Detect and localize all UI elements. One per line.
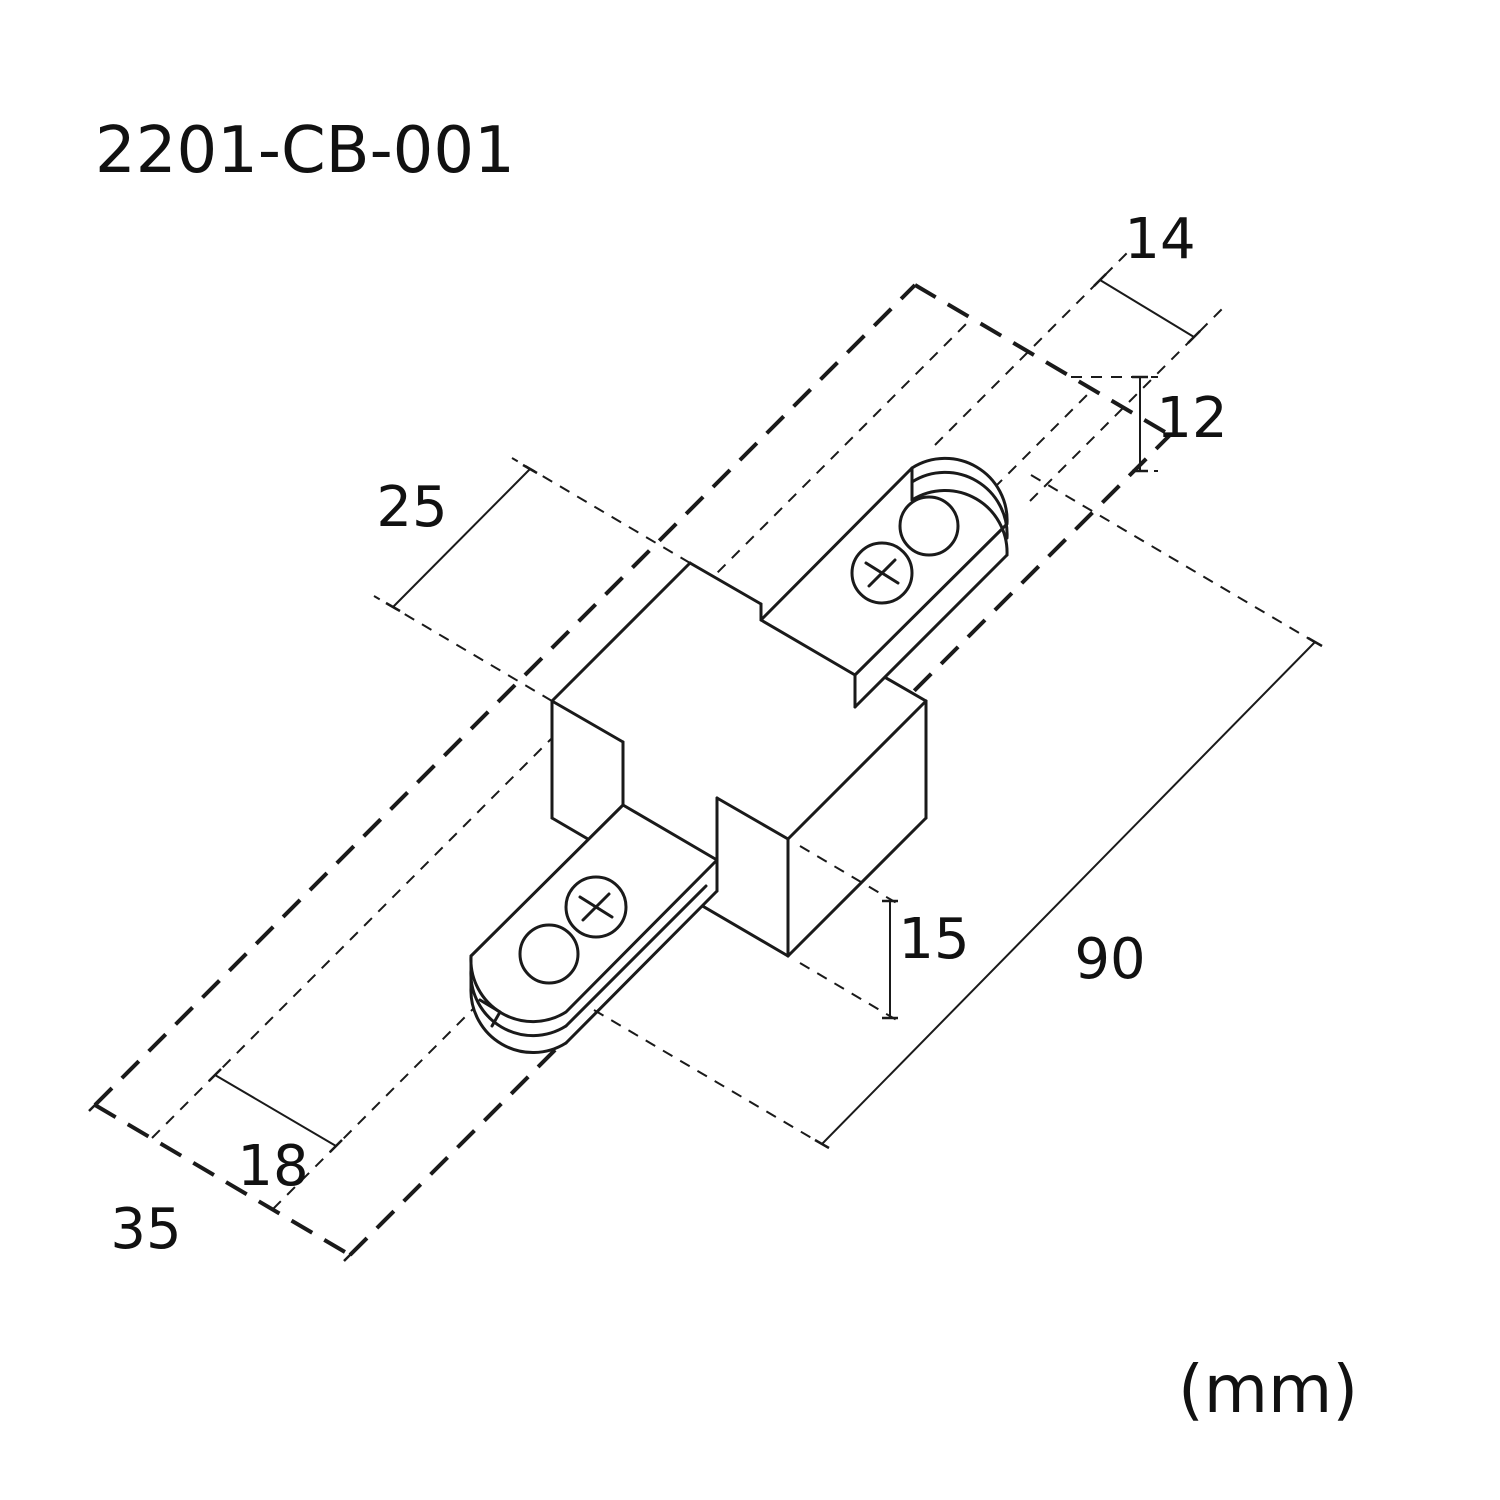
dimension-lines <box>88 273 1323 1262</box>
dim-label-track-end-height: 12 <box>1156 386 1227 451</box>
dim-label-overall-length: 90 <box>1074 927 1145 992</box>
connector-body <box>550 561 928 958</box>
dim-label-body-length: 25 <box>376 475 447 540</box>
unit-label: (mm) <box>1178 1351 1358 1428</box>
lower-contact-plate <box>469 803 719 1054</box>
dim-label-slot-width: 18 <box>237 1134 308 1199</box>
contact-hole <box>518 923 580 985</box>
dim-label-track-width: 35 <box>110 1197 181 1262</box>
dim-label-track-end-width: 14 <box>1124 207 1195 272</box>
dim-label-body-height: 15 <box>898 907 969 972</box>
upper-contact-plate <box>759 456 1009 709</box>
part-number-label: 2201-CB-001 <box>95 114 515 188</box>
contact-hole <box>898 495 960 557</box>
